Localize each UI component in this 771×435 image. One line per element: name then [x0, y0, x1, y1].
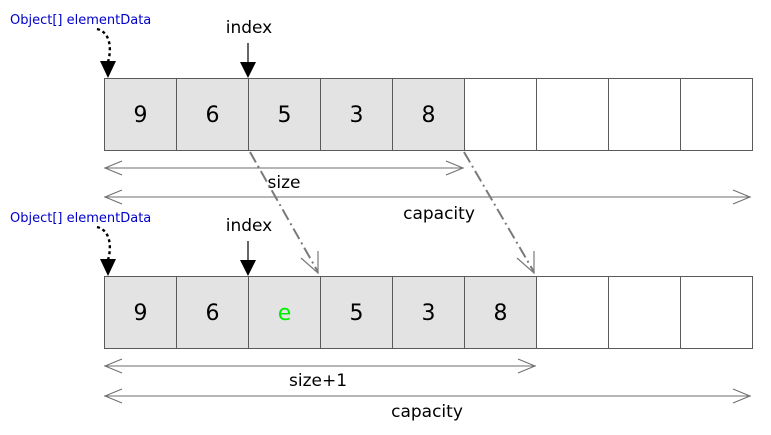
after-pointer-arrowhead	[100, 259, 116, 276]
before-pointer-arrow	[96, 27, 111, 63]
after-cell-5	[464, 276, 537, 349]
after-array: 9 6 e 5 3 8	[104, 276, 753, 349]
after-pointer-label: Object[] elementData	[10, 211, 151, 226]
after-size-bracket	[103, 358, 537, 374]
before-pointer-label: Object[] elementData	[10, 13, 151, 28]
before-section: Object[] elementData index 9 6 5 3 8 size ca…	[10, 13, 753, 224]
before-cell-value-3: 3	[350, 103, 364, 128]
before-cell-1	[176, 78, 249, 151]
after-cell-6	[536, 276, 609, 349]
before-pointer-arrowhead	[100, 61, 116, 78]
after-cell-value-3: 5	[350, 301, 364, 326]
before-size-bracket	[103, 160, 465, 176]
before-cell-value-4: 8	[422, 103, 436, 128]
after-cell-value-1: 6	[206, 301, 220, 326]
before-cell-6	[536, 78, 609, 151]
before-cell-8	[680, 78, 753, 151]
before-size-label: size	[268, 173, 301, 193]
after-cell-2	[248, 276, 321, 349]
before-index-label: index	[226, 18, 273, 38]
shift-arrow-index	[249, 151, 319, 273]
after-size-label: size+1	[289, 371, 347, 391]
shift-arrow-end	[463, 151, 535, 273]
shift-arrows	[249, 151, 535, 275]
before-cell-7	[608, 78, 681, 151]
after-cell-value-0: 9	[134, 301, 148, 326]
after-cell-7	[608, 276, 681, 349]
before-cell-value-1: 6	[206, 103, 220, 128]
after-index-label: index	[226, 216, 273, 236]
after-section: Object[] elementData index 9 6 e 5 3 8 size+1…	[10, 211, 753, 422]
after-cell-1	[176, 276, 249, 349]
after-cell-value-4: 3	[422, 301, 436, 326]
after-capacity-bracket	[103, 388, 752, 404]
after-cell-8	[680, 276, 753, 349]
before-cell-2	[248, 78, 321, 151]
after-capacity-label: capacity	[391, 402, 463, 422]
before-index-arrowhead	[240, 62, 256, 78]
after-cell-0	[104, 276, 177, 349]
after-pointer-arrow	[96, 225, 111, 261]
after-cell-value-5: 8	[494, 301, 508, 326]
before-cell-value-0: 9	[134, 103, 148, 128]
before-capacity-bracket	[103, 189, 752, 205]
before-cell-5	[464, 78, 537, 151]
before-capacity-label: capacity	[403, 204, 475, 224]
after-cell-4	[392, 276, 465, 349]
before-cell-value-2: 5	[278, 103, 292, 128]
before-array: 9 6 5 3 8	[104, 78, 753, 151]
after-index-arrowhead	[240, 260, 256, 276]
after-cell-value-2: e	[278, 301, 292, 326]
